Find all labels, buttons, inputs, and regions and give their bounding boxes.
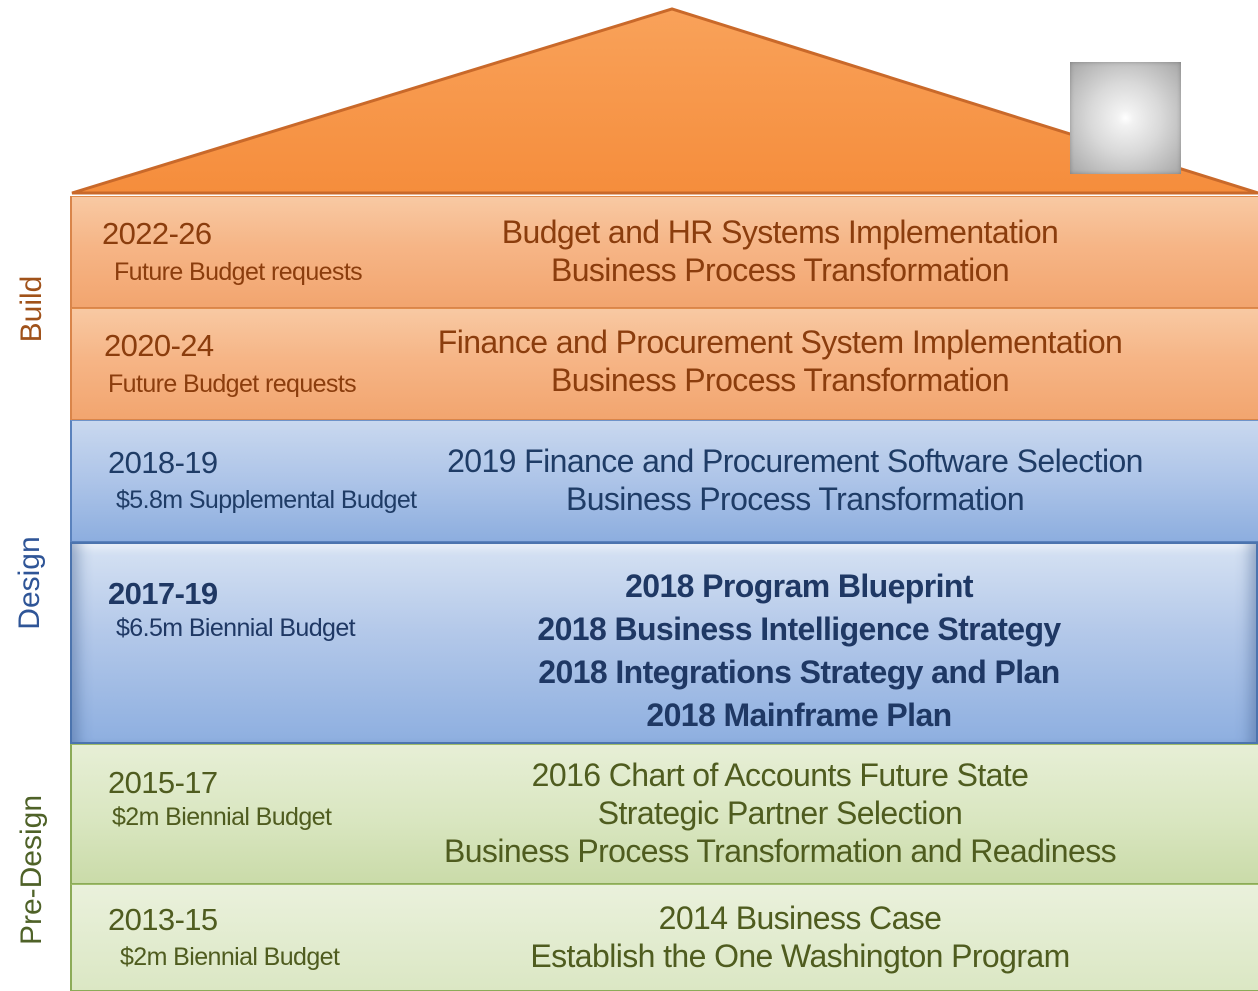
tier-items: 2019 Finance and Procurement Software Se… <box>392 442 1198 518</box>
tier-2017-19: 2017-19 $6.5m Biennial Budget 2018 Progr… <box>70 542 1258 744</box>
tier-item: 2016 Chart of Accounts Future State <box>531 757 1029 793</box>
tier-item: Business Process Transformation and Read… <box>443 833 1117 869</box>
tier-2020-24: 2020-24 Future Budget requests Finance a… <box>70 308 1258 420</box>
tier-item: 2018 Integrations Strategy and Plan <box>538 654 1060 690</box>
tier-year: 2017-19 <box>108 576 218 611</box>
tier-budget: $2m Biennial Budget <box>120 943 340 971</box>
tier-items: 2018 Program Blueprint 2018 Business Int… <box>402 565 1196 737</box>
tier-2015-17: 2015-17 $2m Biennial Budget 2016 Chart o… <box>70 744 1258 884</box>
tier-2018-19: 2018-19 $5.8m Supplemental Budget 2019 F… <box>70 420 1258 542</box>
tier-budget: Future Budget requests <box>108 370 357 398</box>
tier-item: Strategic Partner Selection <box>597 795 963 831</box>
tier-items: Budget and HR Systems Implementation Bus… <box>362 213 1198 289</box>
phase-label-design: Design <box>13 536 46 630</box>
tier-year: 2013-15 <box>108 902 218 937</box>
tier-year: 2020-24 <box>104 328 214 363</box>
tier-items: 2014 Business Case Establish the One Was… <box>402 899 1198 975</box>
tier-budget: Future Budget requests <box>114 258 363 286</box>
tier-item: Finance and Procurement System Implement… <box>437 324 1123 360</box>
tier-year: 2018-19 <box>108 445 218 480</box>
tier-items: Finance and Procurement System Implement… <box>362 323 1198 399</box>
phase-label-build: Build <box>15 275 48 343</box>
tier-item: Business Process Transformation <box>565 481 1025 517</box>
tier-budget: $5.8m Supplemental Budget <box>116 486 417 514</box>
tier-item: 2019 Finance and Procurement Software Se… <box>447 443 1143 479</box>
tier-item: 2018 Business Intelligence Strategy <box>537 611 1061 647</box>
tier-items: 2016 Chart of Accounts Future State Stra… <box>362 756 1198 870</box>
tier-year: 2015-17 <box>108 765 218 800</box>
tier-item: Business Process Transformation <box>550 362 1010 398</box>
tier-item: Business Process Transformation <box>550 252 1010 288</box>
chimney <box>1070 62 1181 174</box>
tier-item: 2014 Business Case <box>658 900 942 936</box>
tier-budget: $6.5m Biennial Budget <box>116 614 356 642</box>
phase-label-pre-design: Pre-Design <box>15 794 48 946</box>
tier-item: 2018 Program Blueprint <box>625 568 973 604</box>
tier-2013-15: 2013-15 $2m Biennial Budget 2014 Busines… <box>70 884 1258 991</box>
tier-2022-26: 2022-26 Future Budget requests Budget an… <box>70 196 1258 308</box>
house-roof <box>71 7 1258 195</box>
tier-budget: $2m Biennial Budget <box>112 803 332 831</box>
tier-year: 2022-26 <box>102 216 212 251</box>
tier-item: 2018 Mainframe Plan <box>646 697 952 733</box>
tier-item: Establish the One Washington Program <box>530 938 1070 974</box>
tier-item: Budget and HR Systems Implementation <box>501 214 1059 250</box>
